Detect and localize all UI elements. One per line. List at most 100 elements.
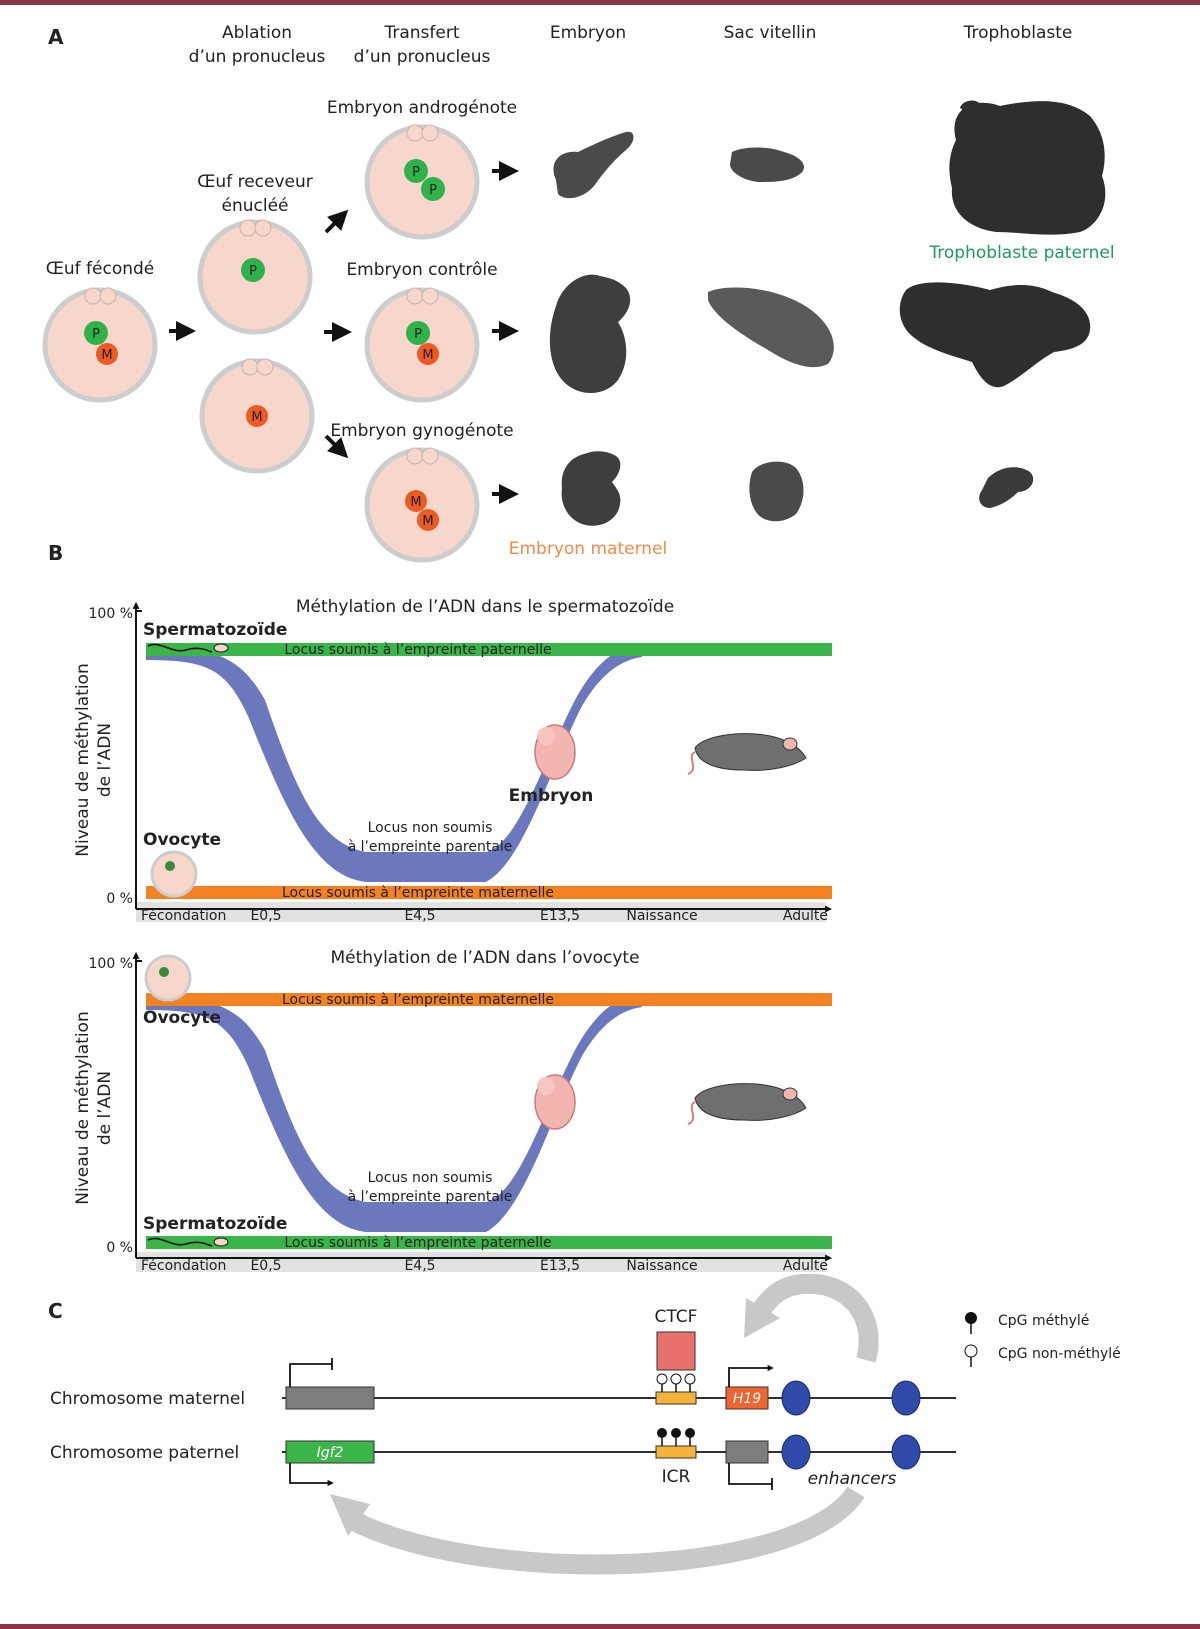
chart-ovocyte: Méthylation de l’ADN dans l’ovocyte Nive… <box>73 948 833 1274</box>
photo-sac-controle <box>708 287 834 368</box>
chart2-blue-band <box>146 994 642 1232</box>
paternal-icr <box>655 1445 697 1459</box>
svg-text:M: M <box>251 410 262 425</box>
x2-tick-adulte: Adulte <box>783 1258 828 1274</box>
maternal-enhancer-2 <box>891 1380 921 1416</box>
chart2-embryo-icon <box>534 1074 576 1130</box>
h19-promoter-arrow <box>728 1364 774 1387</box>
chart1-y-100: 100 % <box>89 606 133 622</box>
chart1-x-axis-strip <box>136 902 826 922</box>
label-oeuf-receveur-1: Œuf receveur <box>197 172 313 192</box>
chart1-oocyte-icon <box>150 850 198 898</box>
chart1-title: Méthylation de l’ADN dans le spermatozoï… <box>296 597 674 617</box>
label-enhancers: enhancers <box>808 1469 897 1489</box>
photo-sac-gynogenote <box>749 461 804 522</box>
label-oeuf-feconde: Œuf fécondé <box>46 259 155 279</box>
svg-text:P: P <box>414 327 422 342</box>
igf2-gene <box>285 1440 375 1464</box>
legend-methylated: CpG méthylé <box>965 1312 1089 1334</box>
arrow-enhancer-to-igf2-head <box>330 1494 370 1536</box>
chart2-title: Méthylation de l’ADN dans l’ovocyte <box>330 948 639 968</box>
maternal-unmethylated-cpg <box>656 1373 696 1392</box>
maternal-icr <box>655 1391 697 1405</box>
photo-sac-androgenote <box>730 147 805 182</box>
x-tick-naissance: Naissance <box>626 908 697 924</box>
maternal-igf2-blocked-promoter <box>289 1358 333 1387</box>
photo-embryo-controle <box>549 274 631 394</box>
photo-tropho-fragment-1 <box>960 100 980 111</box>
arrow-enhancer-to-h19 <box>751 1273 879 1363</box>
chart1-sperm-icon <box>147 643 229 653</box>
x2-tick-e45: E4,5 <box>404 1258 435 1274</box>
label-igf2: Igf2 <box>317 1445 344 1461</box>
photo-tropho-controle <box>899 282 1091 388</box>
chart2-y-100: 100 % <box>89 956 133 972</box>
chart1-orange-band <box>146 886 832 899</box>
paternal-enhancer-1 <box>781 1434 811 1470</box>
label-oeuf-receveur-2: énucléé <box>222 196 289 216</box>
photo-tropho-gynogenote <box>979 467 1034 508</box>
header-ablation-2: d’un pronucleus <box>189 47 326 67</box>
chart2-sperm-icon <box>147 1237 229 1247</box>
chart2-oocyte-icon <box>144 954 192 1002</box>
bottom-frame-line <box>0 1624 1200 1629</box>
svg-text:P: P <box>249 264 257 279</box>
chart1-x-ticks: Fécondation E0,5 E4,5 E13,5 Naissance Ad… <box>141 908 828 924</box>
h19-gene <box>725 1386 769 1410</box>
paternal-h19-blocked-promoter <box>728 1463 773 1490</box>
paternal-methylated-cpg <box>657 1428 695 1446</box>
chart1-mid-label-2: à l’empreinte parentale <box>348 839 513 855</box>
panel-c-label: C <box>48 1299 63 1323</box>
photo-embryo-gynogenote <box>561 451 621 526</box>
chart2-mid-label-1: Locus non soumis <box>368 1170 493 1186</box>
svg-text:M: M <box>422 514 433 529</box>
svg-text:CpG méthylé: CpG méthylé <box>998 1313 1089 1329</box>
header-transfert-1: Transfert <box>383 23 459 43</box>
chart1-green-band <box>146 643 832 656</box>
x-tick-fecondation: Fécondation <box>141 908 226 924</box>
arrow-enhancer-to-h19-head <box>744 1298 780 1338</box>
egg-gynogenote: M M <box>364 447 480 563</box>
egg-m-only: M <box>199 358 315 474</box>
chart2-top-band-label: Locus soumis à l’empreinte maternelle <box>282 992 554 1008</box>
chart1-sperm-label: Spermatozoïde <box>143 620 287 640</box>
chart1-y-axis-label-2: de l’ADN <box>95 723 115 797</box>
x2-tick-naissance: Naissance <box>626 1258 697 1274</box>
label-ctcf: CTCF <box>655 1307 698 1327</box>
egg-controle: P M <box>364 287 480 403</box>
x-tick-e135: E13,5 <box>540 908 580 924</box>
chart2-mouse-icon <box>687 1083 807 1125</box>
chart2-orange-band <box>146 993 832 1006</box>
chart1-bottom-band-label: Locus soumis à l’empreinte maternelle <box>282 885 554 901</box>
chart2-bottom-band-label: Locus soumis à l’empreinte paternelle <box>284 1235 551 1251</box>
igf2-promoter-arrow <box>289 1463 334 1487</box>
svg-text:M: M <box>101 348 112 363</box>
label-gynogenote: Embryon gynogénote <box>330 421 513 441</box>
arrow-up-diag <box>324 209 349 234</box>
label-embryon-maternel: Embryon maternel <box>509 539 667 559</box>
chart1-top-band-label: Locus soumis à l’empreinte paternelle <box>284 642 551 658</box>
egg-fertilized: P M <box>42 287 158 403</box>
svg-text:M: M <box>422 348 433 363</box>
x-tick-adulte: Adulte <box>783 908 828 924</box>
chart2-x-axis-strip <box>136 1252 826 1272</box>
chart2-mid-label-2: à l’empreinte parentale <box>348 1189 513 1205</box>
label-androgenote: Embryon androgénote <box>327 98 517 118</box>
svg-text:M: M <box>410 495 421 510</box>
chart2-x-ticks: Fécondation E0,5 E4,5 E13,5 Naissance Ad… <box>141 1258 828 1274</box>
chart1-mouse-icon <box>687 733 807 775</box>
chart2-y-0: 0 % <box>106 1240 133 1256</box>
chart1-blue-band <box>146 644 642 882</box>
header-sac-vitellin: Sac vitellin <box>724 23 817 43</box>
x2-tick-e135: E13,5 <box>540 1258 580 1274</box>
header-trophoblaste: Trophoblaste <box>963 23 1073 43</box>
maternal-igf2-silent <box>285 1386 375 1410</box>
chart2-ovocyte-label: Ovocyte <box>143 1008 221 1028</box>
chart1-mid-label-1: Locus non soumis <box>368 820 493 836</box>
x2-tick-e05: E0,5 <box>250 1258 281 1274</box>
label-chromosome-maternel: Chromosome maternel <box>50 1389 245 1409</box>
chart2-y-axis-label-1: Niveau de méthylation <box>73 1011 93 1204</box>
chart1-y-0: 0 % <box>106 891 133 907</box>
egg-p-only: P <box>197 219 313 335</box>
